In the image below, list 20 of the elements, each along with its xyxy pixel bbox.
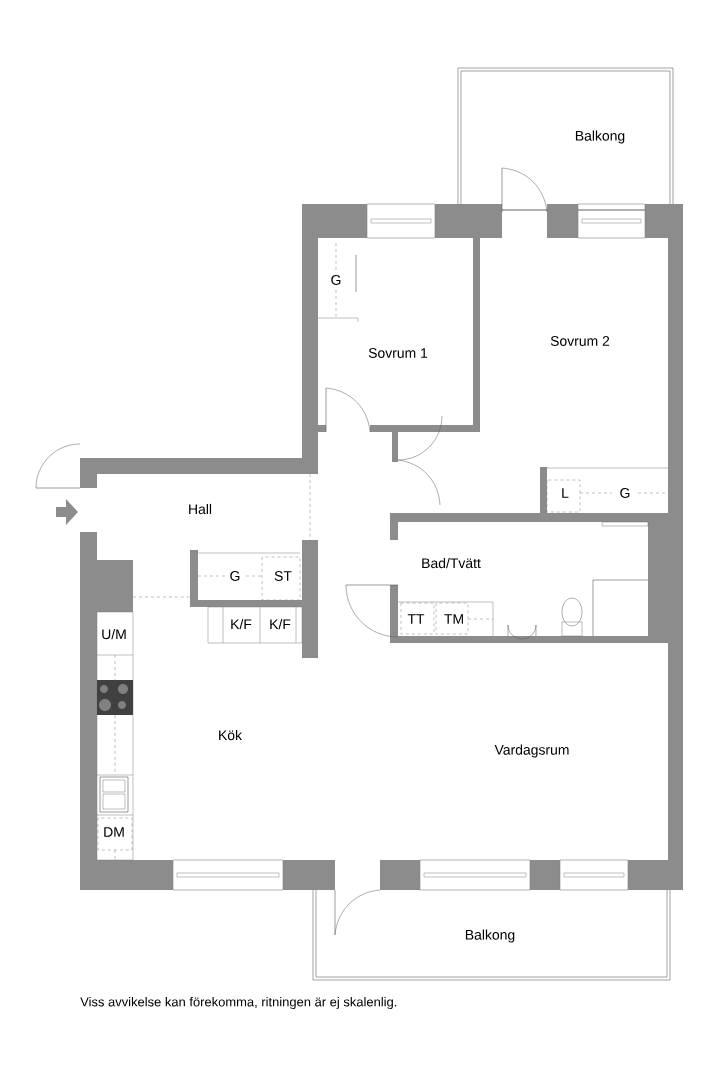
room-label: Hall xyxy=(189,503,212,515)
fixture-label: G xyxy=(331,275,341,285)
fixture-label: G xyxy=(230,571,240,581)
room-label: Balkong xyxy=(575,130,625,144)
room-label: Sovrum 1 xyxy=(368,348,428,358)
room-label: Balkong xyxy=(465,929,515,943)
room-label: Kök xyxy=(219,729,243,741)
fixture-label: L xyxy=(562,488,569,498)
fixture-label: TT xyxy=(407,614,425,624)
fixture-label: K/F xyxy=(231,618,252,630)
fixture-label: ST xyxy=(274,571,292,581)
fixture-label: TM xyxy=(444,614,463,624)
room-label: Vardagsrum xyxy=(494,744,569,758)
caption: Viss avvikelse kan förekomma, ritningen är ej skalenlig. xyxy=(80,996,397,1010)
room-label: Bad/Tvätt xyxy=(422,557,481,569)
fixture-label: K/F xyxy=(270,618,291,630)
fixture-label: U/M xyxy=(102,628,126,640)
fixture-label: G xyxy=(620,488,630,498)
fixture-label: DM xyxy=(104,827,124,837)
room-label: Sovrum 2 xyxy=(550,336,610,346)
